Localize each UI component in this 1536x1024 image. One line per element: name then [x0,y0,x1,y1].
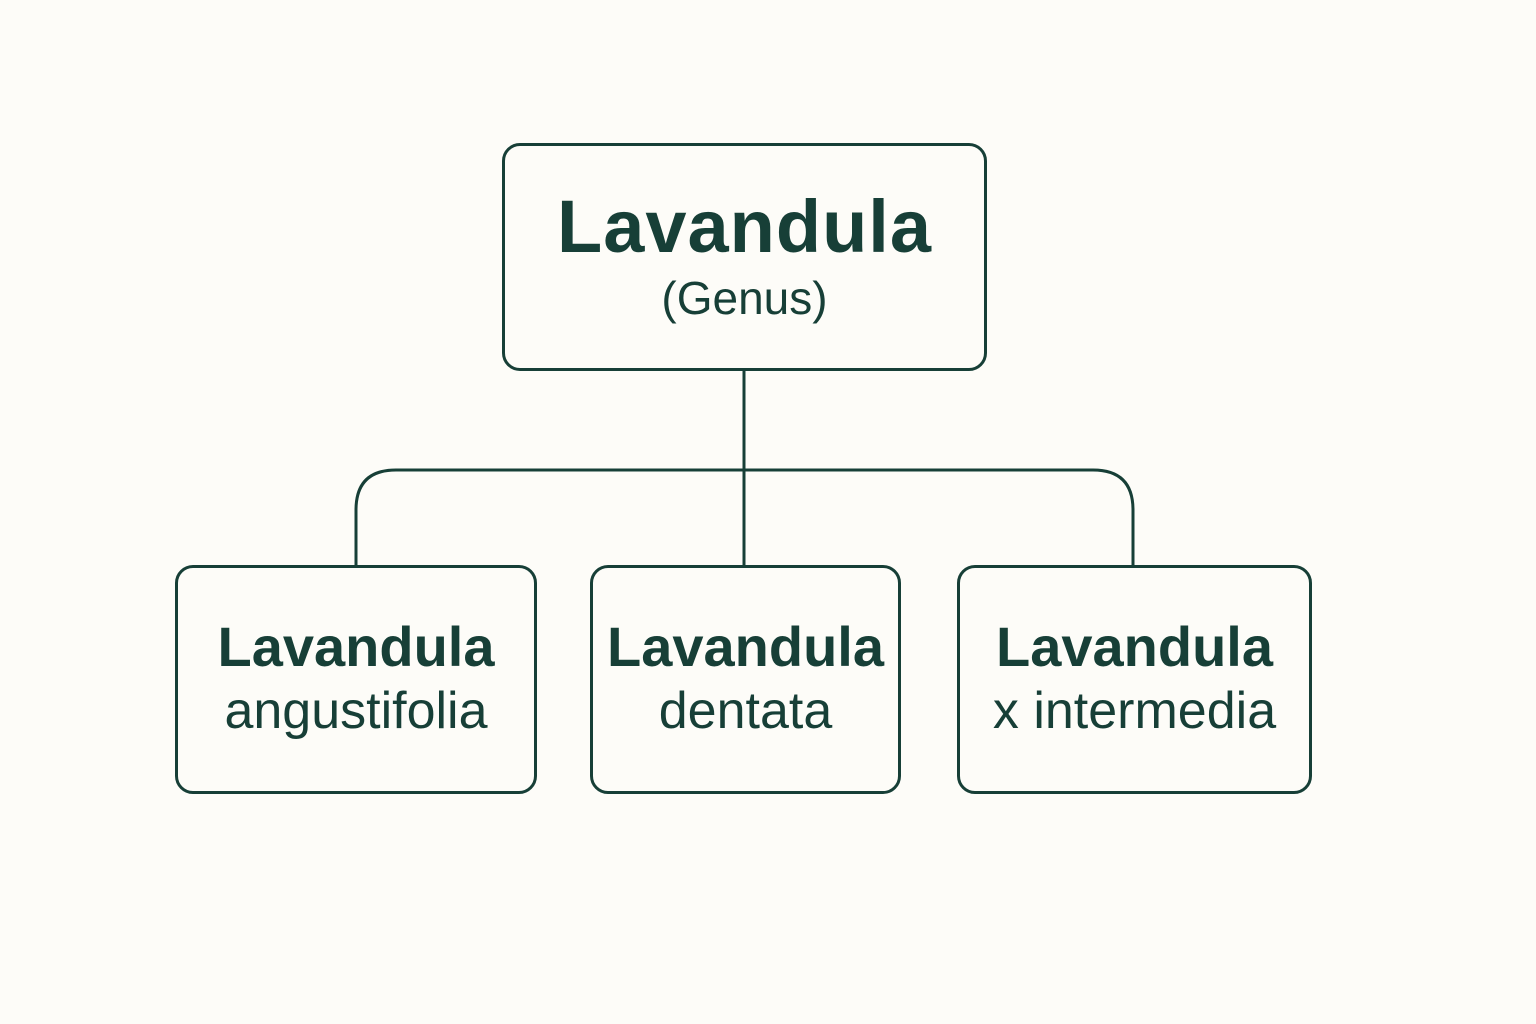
genus-rank-label: (Genus) [661,272,828,325]
species-genus-label: Lavandula [996,614,1273,678]
species-genus-label: Lavandula [217,614,495,678]
species-node-intermedia: Lavandula x intermedia [957,565,1312,794]
genus-name: Lavandula [557,184,932,268]
species-epithet-label: angustifolia [224,682,488,741]
species-epithet-label: x intermedia [992,682,1277,741]
species-node-dentata: Lavandula dentata [590,565,901,794]
species-epithet-label: dentata [658,682,833,741]
species-genus-label: Lavandula [607,614,884,678]
genus-node: Lavandula (Genus) [502,143,987,371]
species-node-angustifolia: Lavandula angustifolia [175,565,537,794]
